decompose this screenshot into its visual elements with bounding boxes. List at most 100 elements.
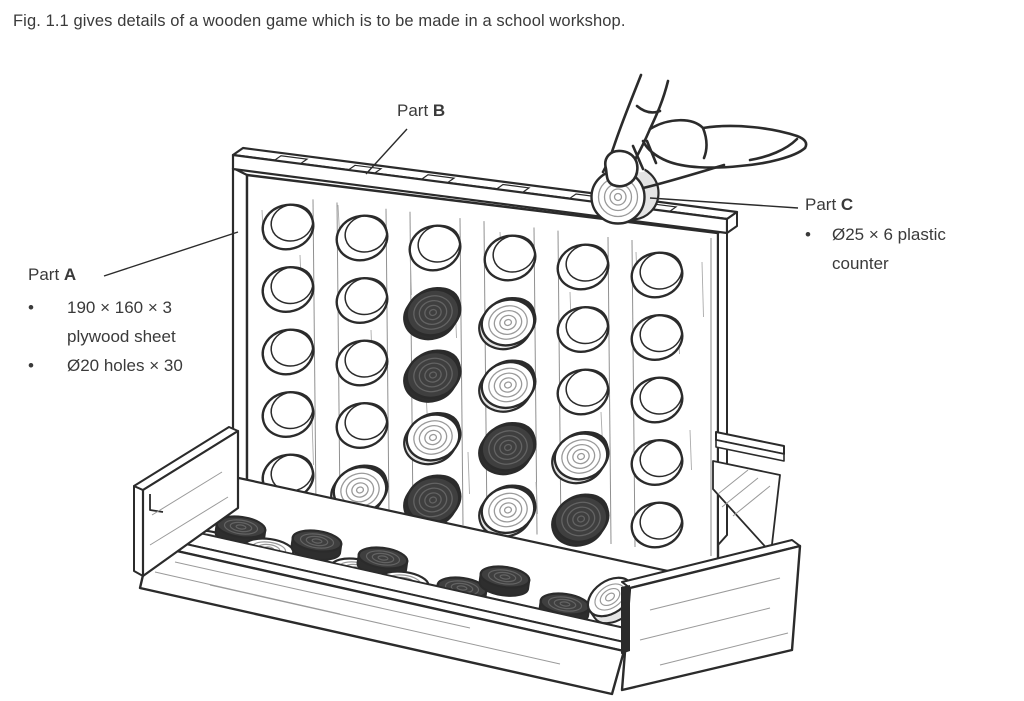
counter-ring	[499, 439, 517, 456]
right-end-outer-face	[620, 544, 802, 692]
rail-slot	[273, 155, 309, 164]
back-rail-inner	[715, 439, 785, 462]
counter-ring	[499, 502, 517, 518]
counter-ring	[413, 295, 453, 330]
label-part-c: Part C • Ø25 × 6 plastic counter	[803, 194, 1023, 278]
counter-ring	[613, 192, 623, 202]
counter-ring	[499, 314, 517, 331]
hole-depth-line	[639, 376, 683, 415]
part-c-bullet-1: • Ø25 × 6 plastic counter	[805, 220, 1023, 278]
counter-ring	[428, 308, 438, 317]
part-b-title: Part B	[397, 101, 446, 120]
counter-ring	[503, 381, 513, 389]
hole-depth-line	[270, 266, 314, 305]
part-c-title: Part C	[805, 195, 854, 214]
index-finger-bottom	[641, 139, 807, 169]
hole-depth-line	[565, 306, 609, 345]
hole-depth-line	[565, 368, 609, 407]
counter-ring	[488, 367, 528, 403]
hole-depth-line	[639, 439, 683, 478]
counter-ring	[599, 587, 621, 607]
counter-ring	[351, 482, 369, 498]
counter-ring	[499, 377, 517, 393]
figure-caption: Fig. 1.1 gives details of a wooden game …	[13, 12, 626, 30]
grain-line	[312, 199, 317, 507]
counter-ring	[487, 569, 523, 585]
thumb-nail	[604, 149, 639, 188]
counter-ring	[299, 533, 335, 549]
bullet-dot: •	[28, 356, 34, 375]
hole-depth-line	[270, 203, 314, 242]
leader-part-b	[365, 128, 408, 175]
counter-ring	[493, 372, 523, 398]
counter-ring	[503, 443, 513, 452]
counter-ring	[493, 434, 523, 461]
left-end-grain	[149, 471, 229, 546]
counter-ring	[377, 555, 389, 561]
leader-part-a	[103, 231, 239, 277]
tray-counter-dark	[357, 546, 409, 570]
bullet-dot: •	[28, 298, 34, 317]
second-finger	[641, 163, 726, 190]
tray-counter-dark	[291, 529, 343, 553]
counter-ring	[311, 538, 323, 544]
right-end-notch	[621, 585, 630, 654]
rail-slot	[347, 164, 383, 174]
board-holes-and-counters	[261, 203, 684, 549]
counter-ring	[305, 535, 329, 547]
left-end-rail	[133, 426, 240, 578]
counter-ring	[561, 439, 601, 474]
leader-part-c	[649, 197, 799, 209]
left-end-inner-face	[141, 429, 240, 578]
counter-ring	[572, 448, 590, 465]
counter-ring	[561, 501, 601, 537]
counter-ring	[428, 433, 438, 442]
hole-depth-line	[270, 391, 314, 430]
counter-ring	[572, 511, 590, 527]
index-finger-nail-line	[748, 137, 799, 162]
counter-ring	[424, 492, 442, 508]
counter-ring	[456, 585, 468, 591]
rail-slot	[495, 183, 531, 193]
hole-depth-line	[344, 277, 388, 316]
counter-ring	[235, 524, 247, 530]
grain-dash	[311, 419, 314, 466]
counter-ring	[566, 506, 596, 532]
hole-depth-line	[270, 328, 314, 367]
hole-depth-line	[417, 224, 461, 263]
counter-ring	[559, 601, 571, 607]
hand-crease-1	[631, 144, 645, 171]
counter-ring	[428, 371, 438, 379]
board-part-a	[231, 146, 739, 582]
counter-ring	[503, 318, 513, 327]
right-end-grain	[639, 577, 789, 666]
part-a-bullet-2: • Ø20 holes × 30	[28, 351, 258, 380]
counter-ring	[604, 592, 616, 602]
grain-dash	[689, 429, 692, 471]
counter-ring	[418, 299, 448, 326]
left-end-front-edge	[133, 485, 144, 577]
counter-ring	[553, 598, 577, 610]
counter-ring	[503, 506, 513, 514]
part-a-title: Part A	[28, 265, 77, 284]
counter-ring	[499, 574, 511, 580]
right-end-rail	[620, 539, 802, 692]
counter-ring	[566, 443, 596, 470]
label-part-b: Part B	[397, 100, 445, 122]
counter-ring	[493, 571, 517, 583]
counter-ring	[609, 188, 627, 206]
hole-depth-line	[639, 314, 683, 353]
grain-dash	[535, 481, 538, 515]
hole-depth-line	[344, 339, 388, 378]
tray-counter-dark	[479, 565, 531, 589]
counter-ring	[345, 477, 375, 503]
right-cap-inner-grain	[717, 469, 771, 517]
counter-ring	[418, 424, 448, 451]
hole-depth-line	[344, 402, 388, 441]
rail-slot	[420, 174, 456, 183]
hole-depth-line	[492, 234, 536, 273]
hole-depth-line	[344, 214, 388, 253]
counter-ring	[493, 309, 523, 336]
